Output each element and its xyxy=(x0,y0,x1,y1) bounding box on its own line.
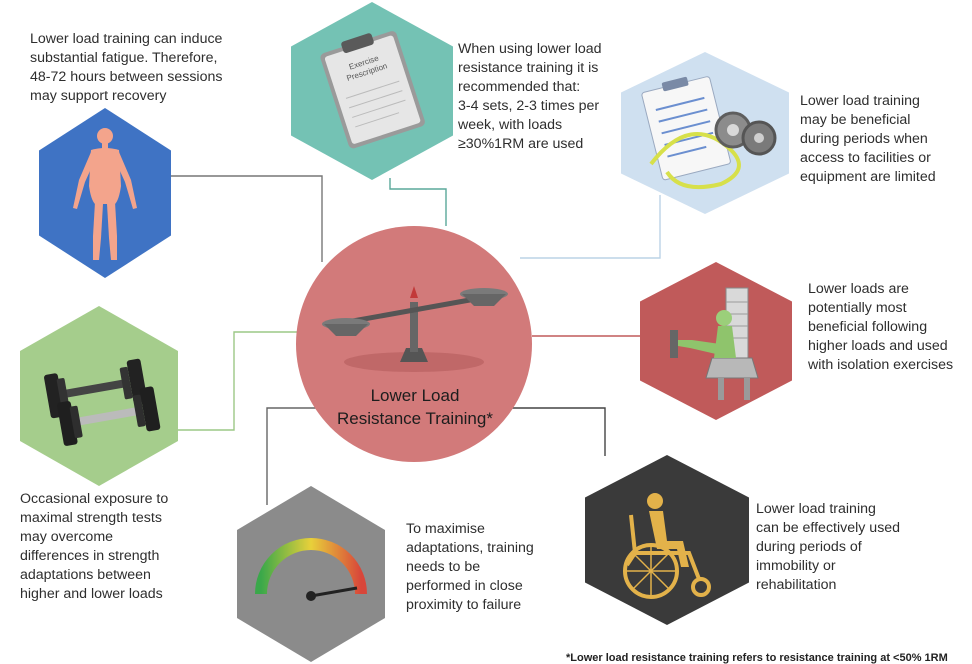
gauge-icon xyxy=(255,538,367,601)
hexagon-isolation xyxy=(640,262,792,420)
footnote: *Lower load resistance training refers t… xyxy=(566,652,948,664)
prescription-text: When using lower load resistance trainin… xyxy=(458,41,602,152)
rehabilitation-text: Lower load training can be effectively u… xyxy=(756,501,901,593)
isolation-text: Lower loads are potentially most benefic… xyxy=(808,281,954,373)
human-body-icon xyxy=(73,128,137,260)
hexagon-access xyxy=(621,52,789,214)
center-title-line1: Lower Load xyxy=(370,386,460,405)
access-text: Lower load training may be beneficial du… xyxy=(800,93,936,185)
wheelchair-icon xyxy=(623,493,711,599)
hexagon-prescription: Exercise Prescription xyxy=(291,2,453,180)
equipment-icon xyxy=(641,76,777,189)
balance-scale-icon xyxy=(322,286,508,372)
center-circle xyxy=(296,226,532,462)
leg-press-machine-icon xyxy=(670,287,759,400)
dumbbell-icon xyxy=(44,358,161,446)
center-title-line2: Resistance Training* xyxy=(337,409,493,428)
failure-text: To maximise adaptations, training needs … xyxy=(406,521,534,613)
center-title: Lower Load Resistance Training* xyxy=(318,384,512,430)
recovery-text: Lower load training can induce substanti… xyxy=(30,31,223,104)
clipboard-icon: Exercise Prescription xyxy=(320,31,425,149)
strength-text: Occasional exposure to maximal strength … xyxy=(20,491,169,602)
